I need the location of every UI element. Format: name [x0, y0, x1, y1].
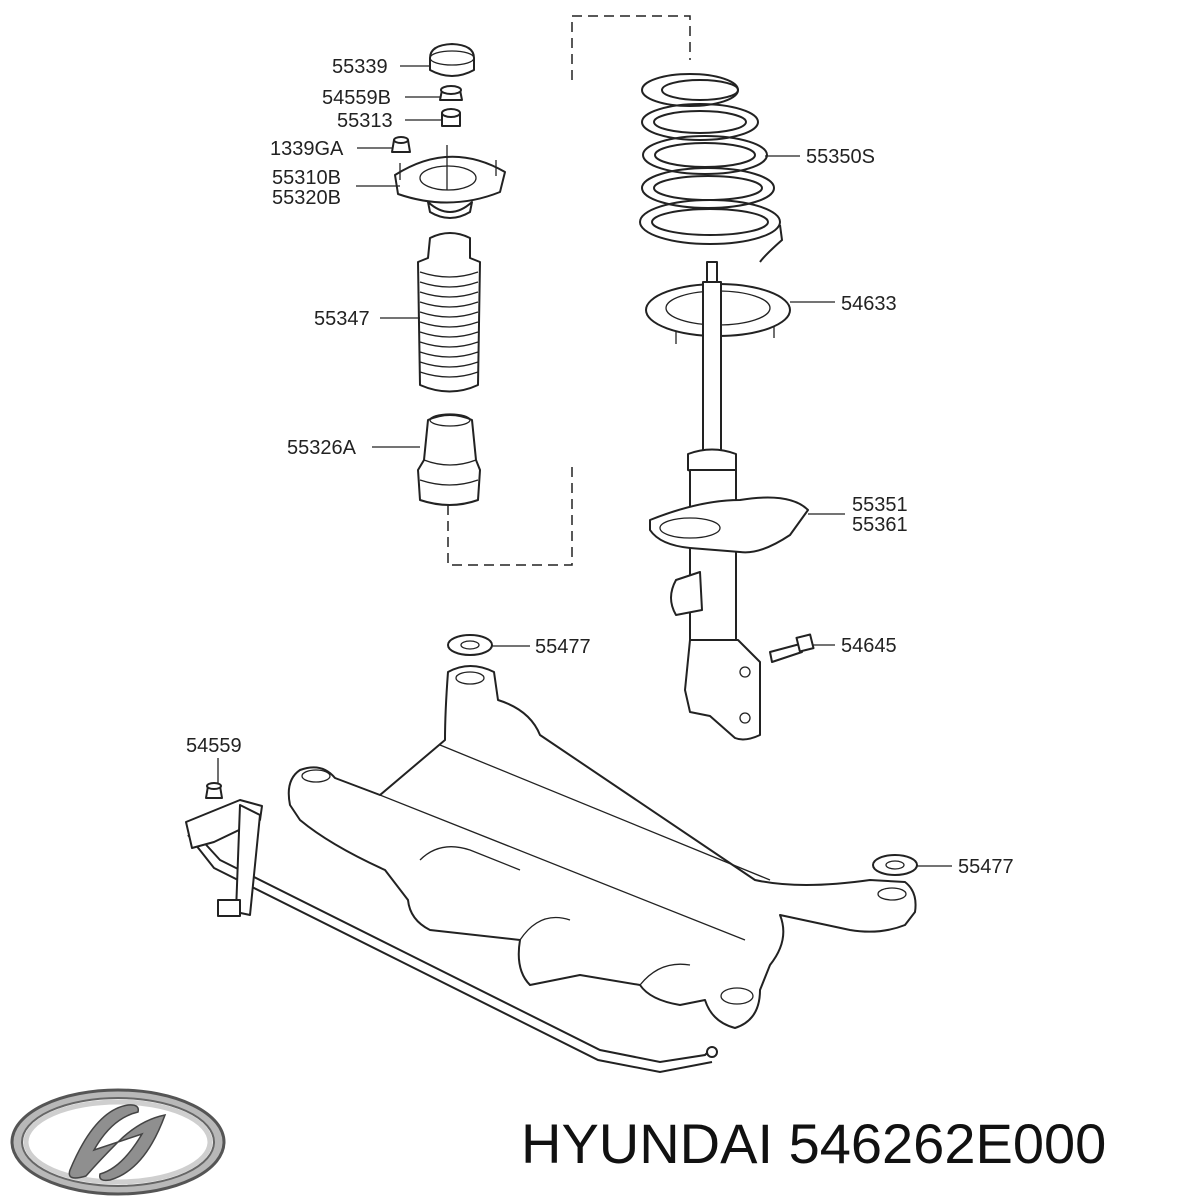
bump-stop-55326a: [417, 413, 481, 506]
label-55477-top: 55477: [535, 636, 591, 658]
label-54645: 54645: [841, 635, 897, 657]
label-1339ga: 1339GA: [270, 138, 344, 160]
label-55347: 55347: [314, 308, 370, 330]
assembly-dashed-guides: [447, 15, 691, 566]
crossmember: [287, 665, 917, 1029]
label-55326a: 55326A: [287, 437, 357, 459]
label-55339: 55339: [332, 56, 388, 78]
strut-mount-55310b: [394, 145, 506, 219]
leader-lines: [217, 65, 952, 867]
nut-54559b: [439, 85, 463, 101]
label-54633: 54633: [841, 293, 897, 315]
nut-1339ga: [391, 136, 411, 153]
label-55477-right: 55477: [958, 856, 1014, 878]
coil-spring-55350s: [639, 73, 784, 263]
cap-55339: [429, 43, 475, 77]
label-55320b: 55320B: [272, 187, 341, 209]
label-55351: 55351: [852, 494, 908, 516]
brand-name: HYUNDAI: [521, 1112, 773, 1175]
label-54559: 54559: [186, 735, 242, 757]
label-55350s: 55350S: [806, 146, 875, 168]
part-number: 546262E000: [789, 1112, 1107, 1175]
part-labels: 55339 54559B 55313 1339GA 55310B 55320B …: [186, 56, 1014, 878]
washer-55477-right: [872, 854, 918, 876]
strut-body-55351: [649, 261, 809, 741]
hyundai-logo-icon: [10, 1088, 226, 1196]
nut-54559: [205, 782, 223, 799]
bolt-54645: [769, 633, 815, 663]
label-55313: 55313: [337, 110, 393, 132]
washer-55477-top: [447, 634, 493, 656]
stabilizer-bar: [185, 799, 718, 1074]
label-55361: 55361: [852, 514, 908, 536]
bushing-55313: [441, 108, 461, 127]
dust-boot-55347: [417, 232, 481, 393]
svg-text:HYUNDAI 546262E000: HYUNDAI 546262E000: [521, 1112, 1106, 1175]
label-55310b: 55310B: [272, 167, 341, 189]
label-54559b: 54559B: [322, 87, 391, 109]
